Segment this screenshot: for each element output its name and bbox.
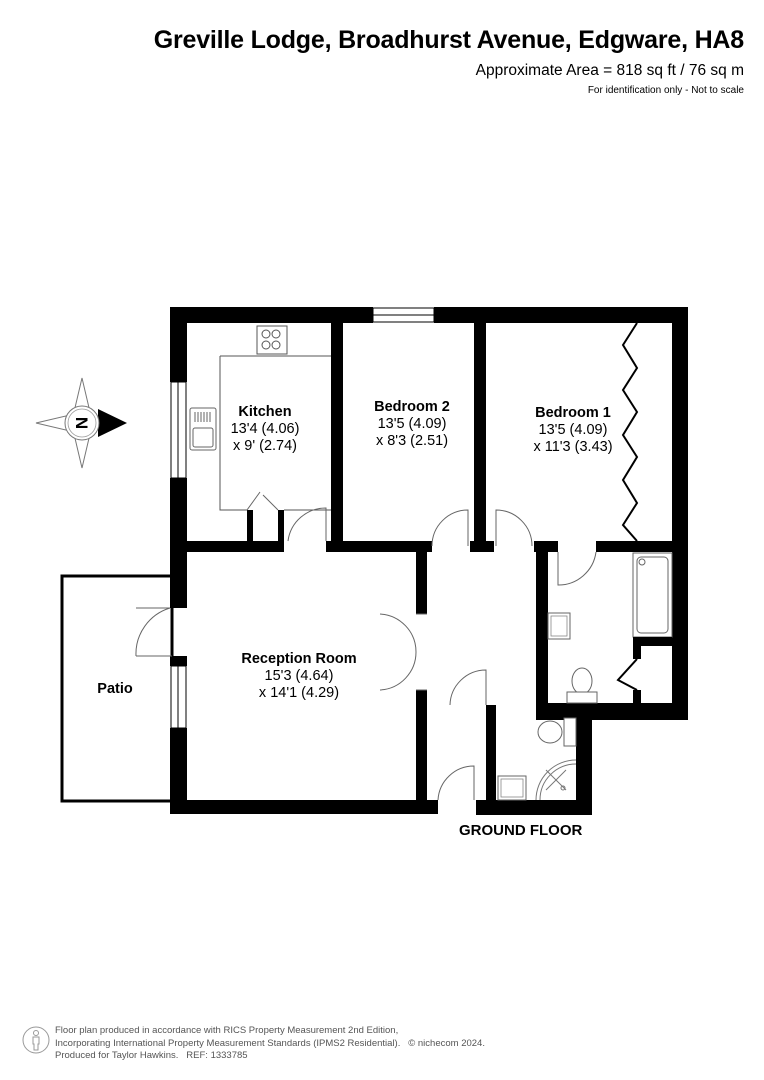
room-dimension: 13'5 (4.09) <box>377 416 447 432</box>
room-dimension: 15'3 (4.64) <box>264 668 334 684</box>
room-dimension: 13'4 (4.06) <box>230 421 300 437</box>
svg-text:N: N <box>72 417 91 429</box>
room-dimension: 13'5 (4.09) <box>538 422 608 438</box>
room-name: Bedroom 2 <box>374 399 450 415</box>
bath-icon <box>632 552 673 638</box>
shower-icon <box>535 759 577 801</box>
room-name: Patio <box>97 681 133 697</box>
footer-notes: Floor plan produced in accordance with R… <box>55 1025 485 1063</box>
footer-line-2: Incorporating International Property Mea… <box>55 1037 485 1049</box>
room-bedroom-1: Bedroom 1 13'5 (4.09) x 11'3 (3.43) <box>533 405 612 456</box>
footer-line-1: Floor plan produced in accordance with R… <box>55 1025 399 1036</box>
person-info-icon <box>22 1026 50 1054</box>
room-dimension: x 9' (2.74) <box>232 438 298 454</box>
footer-line-3: Produced for Taylor Hawkins. REF: 133378… <box>55 1050 248 1061</box>
scale-disclaimer: For identification only - Not to scale <box>587 85 744 96</box>
door-swings <box>135 491 597 801</box>
room-dimension: x 14'1 (4.29) <box>258 685 340 701</box>
cloakroom-toilet-icon <box>537 717 577 747</box>
room-name: Kitchen <box>238 404 292 420</box>
north-arrow-compass-icon: N <box>35 377 127 469</box>
property-title: Greville Lodge, Broadhurst Avenue, Edgwa… <box>153 26 744 54</box>
toilet-icon <box>566 667 598 704</box>
room-name: Reception Room <box>241 651 357 667</box>
room-kitchen: Kitchen 13'4 (4.06) x 9' (2.74) <box>231 404 300 455</box>
room-dimension: x 11'3 (3.43) <box>533 439 613 455</box>
hob-icon <box>256 325 288 355</box>
room-bedroom-2: Bedroom 2 13'5 (4.09) x 8'3 (2.51) <box>374 399 450 450</box>
approximate-area: Approximate Area = 818 sq ft / 76 sq m <box>475 62 744 79</box>
room-reception: Reception Room 15'3 (4.64) x 14'1 (4.29) <box>241 651 356 702</box>
windows <box>170 307 435 729</box>
room-dimension: x 8'3 (2.51) <box>375 433 449 449</box>
room-patio: Patio <box>97 681 132 698</box>
room-name: Bedroom 1 <box>535 405 611 421</box>
walls <box>170 307 688 815</box>
floor-label: GROUND FLOOR <box>459 822 583 839</box>
kitchen-sink-icon <box>189 407 217 451</box>
